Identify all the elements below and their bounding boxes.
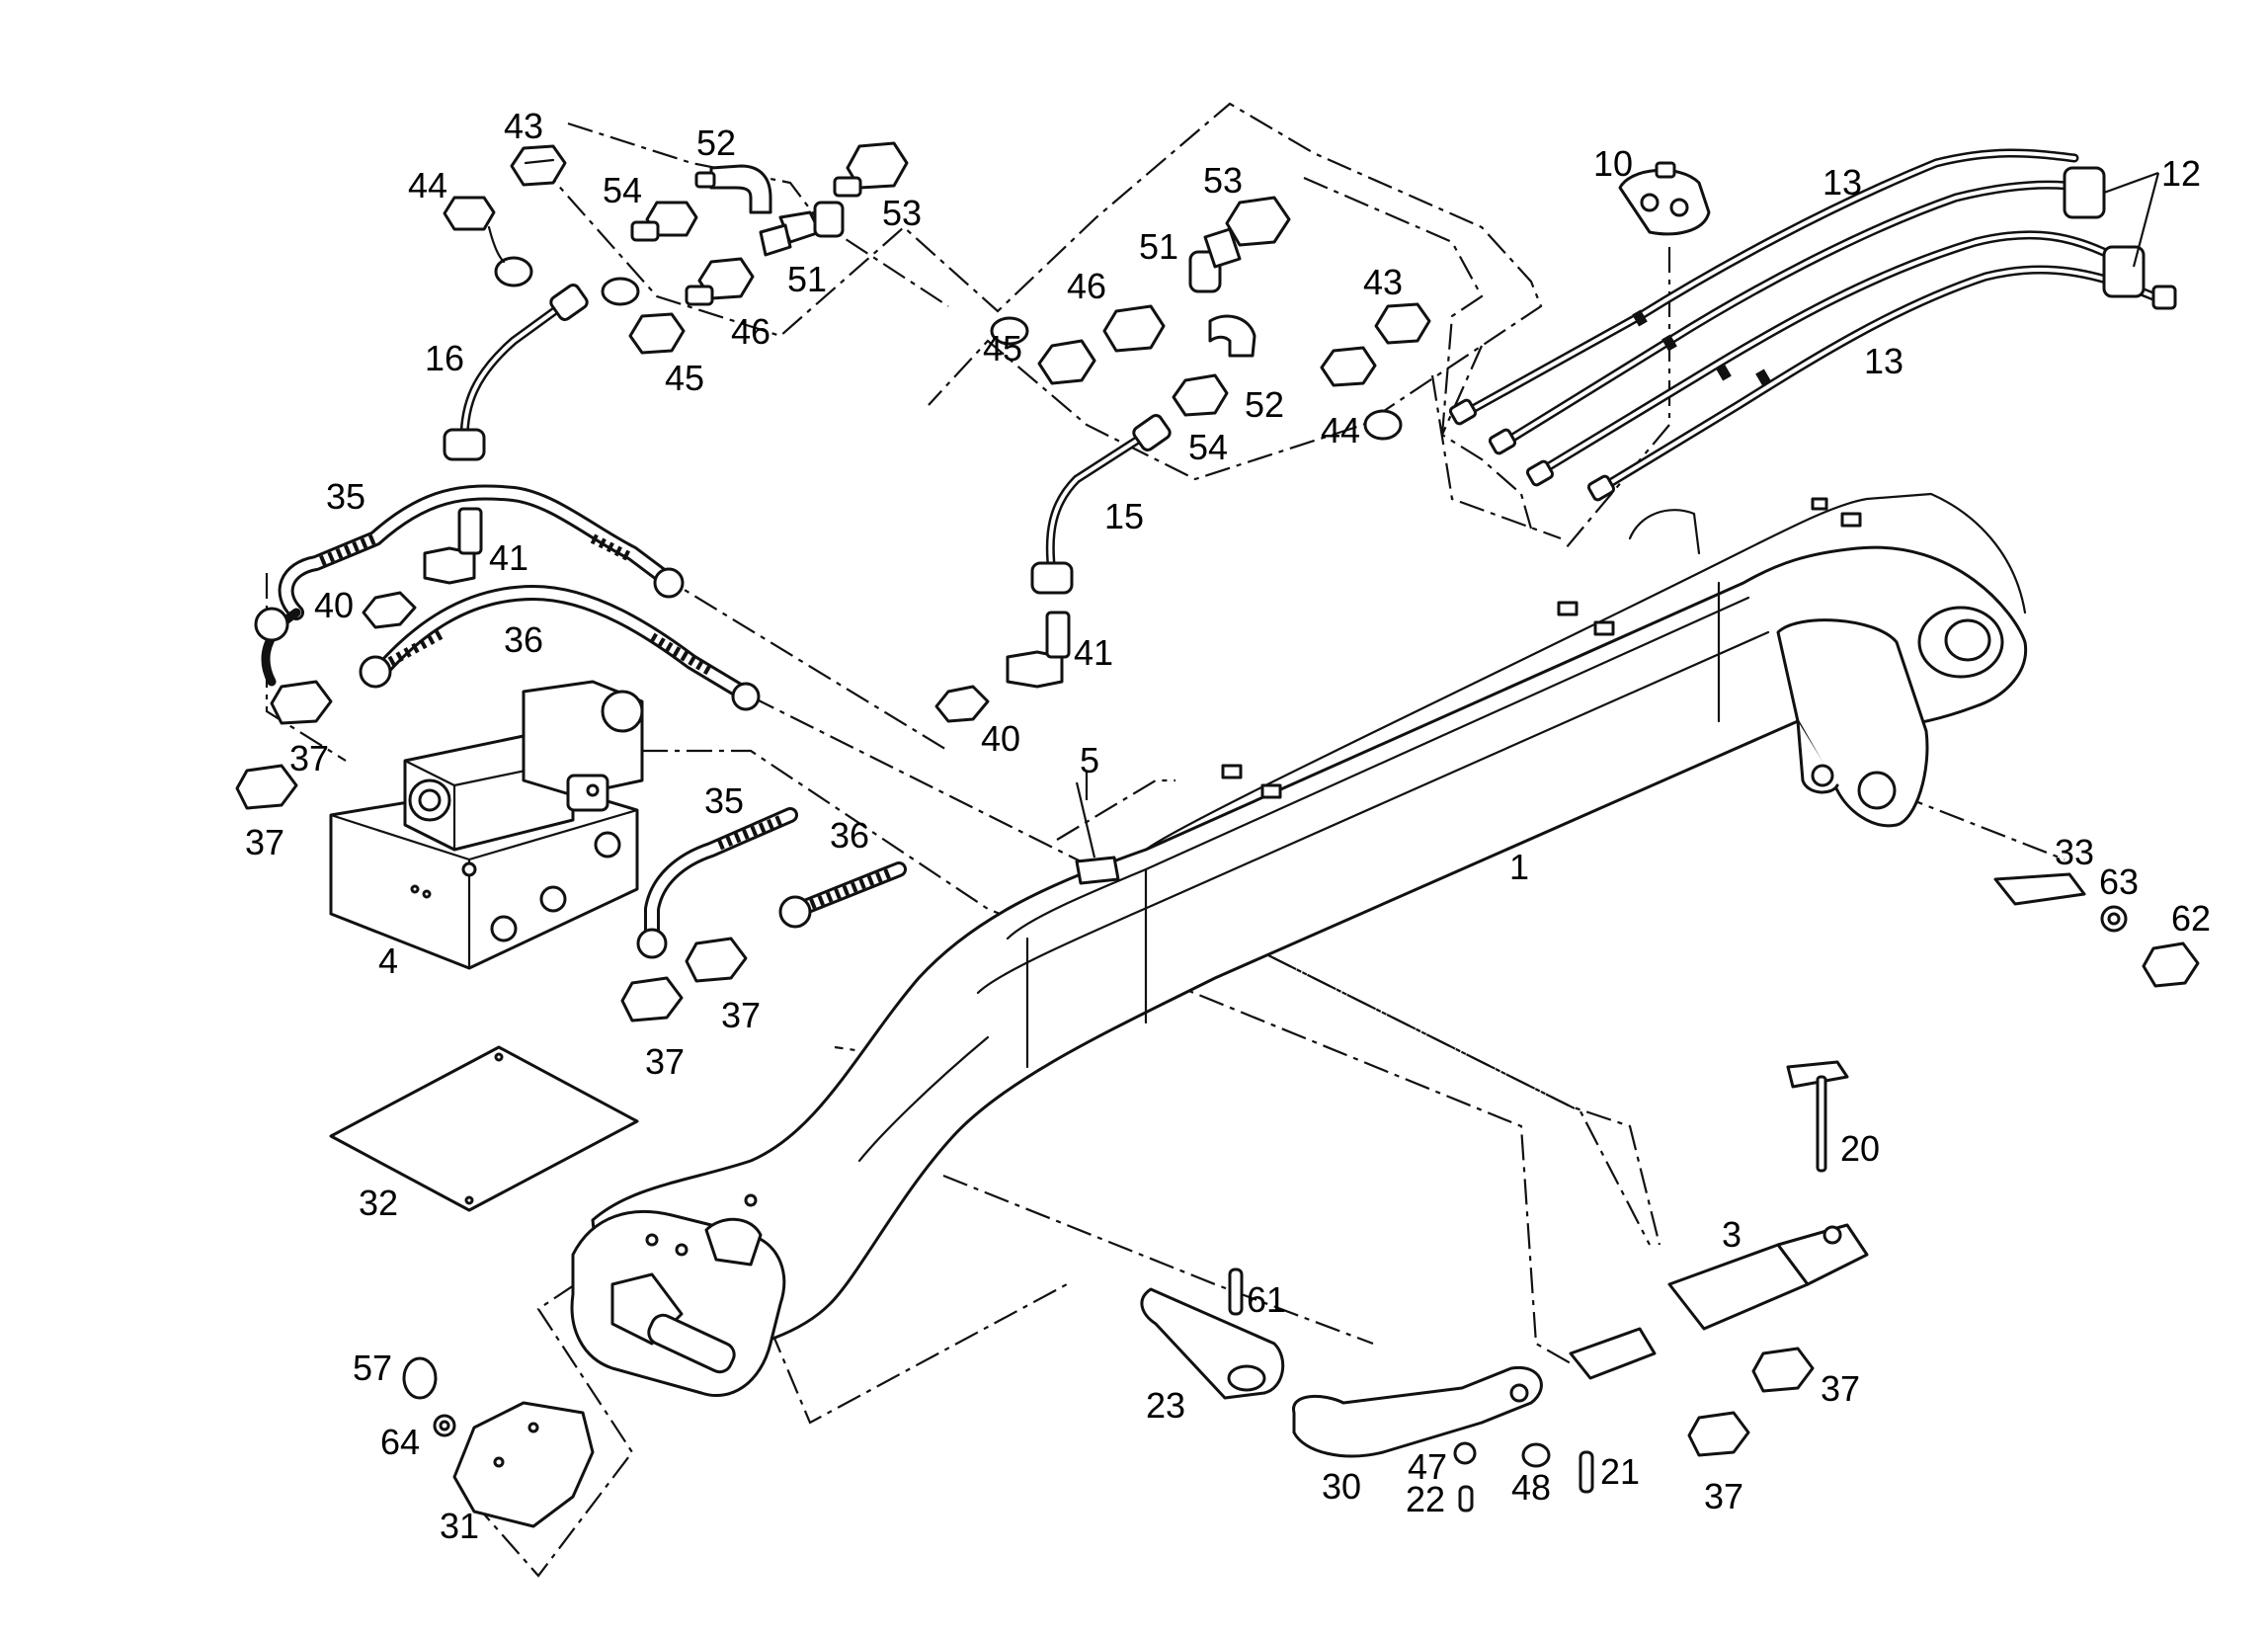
callout-22: 22 — [1406, 1479, 1445, 1519]
callout-36-upper: 36 — [504, 619, 543, 660]
callout-pointers — [1075, 171, 2160, 859]
callout-35-lower: 35 — [704, 780, 744, 821]
callout-5: 5 — [1080, 740, 1099, 780]
callout-20: 20 — [1840, 1128, 1880, 1169]
callout-labels: 1 3 4 5 10 12 13 13 15 16 20 21 22 23 30… — [245, 106, 2211, 1546]
callout-1: 1 — [1509, 847, 1529, 887]
callout-15: 15 — [1104, 496, 1144, 536]
callout-33: 33 — [2055, 832, 2094, 872]
callout-48: 48 — [1511, 1467, 1551, 1508]
callout-54-left: 54 — [603, 170, 642, 210]
callout-52-left: 52 — [696, 123, 736, 163]
control-valve-block — [329, 680, 644, 970]
pipe-15 — [1030, 414, 1172, 595]
callout-37-c: 37 — [721, 995, 761, 1035]
callout-4: 4 — [378, 941, 398, 981]
callout-51-left: 51 — [787, 259, 827, 299]
callout-40-lower: 40 — [981, 718, 1020, 759]
callout-45-left: 45 — [665, 358, 704, 398]
clamp-10 — [1618, 161, 1711, 236]
callout-12: 12 — [2161, 153, 2201, 194]
callout-53-right: 53 — [1203, 160, 1243, 201]
callout-32: 32 — [359, 1183, 398, 1223]
callout-63: 63 — [2099, 861, 2139, 902]
callout-47: 47 — [1408, 1446, 1447, 1487]
callout-35-upper: 35 — [326, 476, 365, 517]
callout-43-right: 43 — [1363, 262, 1403, 302]
callout-45-right: 45 — [983, 328, 1022, 368]
callout-54-right: 54 — [1188, 427, 1228, 467]
callout-13-lower: 13 — [1864, 341, 1904, 381]
boom-foot — [570, 1193, 786, 1398]
hose-36 — [359, 585, 761, 711]
callout-62: 62 — [2171, 898, 2211, 939]
callout-64: 64 — [380, 1422, 420, 1462]
callout-44-left: 44 — [408, 165, 447, 205]
callout-37-e: 37 — [1821, 1368, 1860, 1409]
callout-13-upper: 13 — [1822, 162, 1862, 203]
hose-35-lower — [636, 807, 798, 959]
pipe-block-12 — [2063, 166, 2177, 310]
hose-36-lower — [778, 861, 907, 929]
callout-37-b: 37 — [245, 822, 284, 862]
callout-46-left: 46 — [731, 311, 770, 352]
callout-23: 23 — [1146, 1385, 1185, 1426]
pipe-bundle-13 — [1448, 148, 2158, 502]
callout-53-left: 53 — [882, 193, 922, 233]
callout-37-f: 37 — [1704, 1476, 1743, 1516]
callout-3: 3 — [1722, 1214, 1742, 1255]
callout-51-right: 51 — [1139, 226, 1178, 267]
callout-31: 31 — [440, 1506, 479, 1546]
callout-44-right: 44 — [1321, 410, 1360, 450]
callout-41-upper: 41 — [489, 537, 528, 578]
callout-37-d: 37 — [645, 1041, 685, 1082]
pipe-16 — [443, 284, 589, 461]
hose-35 — [254, 484, 685, 687]
callout-16: 16 — [425, 338, 464, 378]
callout-57: 57 — [353, 1348, 392, 1388]
callout-30: 30 — [1322, 1466, 1361, 1507]
callout-46-right: 46 — [1067, 266, 1106, 306]
callout-37-a: 37 — [289, 738, 329, 778]
callout-52-right: 52 — [1245, 384, 1284, 425]
main-boom — [591, 492, 2028, 1355]
callout-36-lower: 36 — [830, 815, 869, 856]
callout-10: 10 — [1593, 143, 1633, 184]
fittings — [235, 141, 2200, 1528]
callout-43-left: 43 — [504, 106, 543, 146]
callout-21: 21 — [1600, 1451, 1640, 1492]
callout-61: 61 — [1247, 1279, 1286, 1320]
callout-40-upper: 40 — [314, 585, 354, 625]
callout-41-lower: 41 — [1074, 632, 1113, 673]
